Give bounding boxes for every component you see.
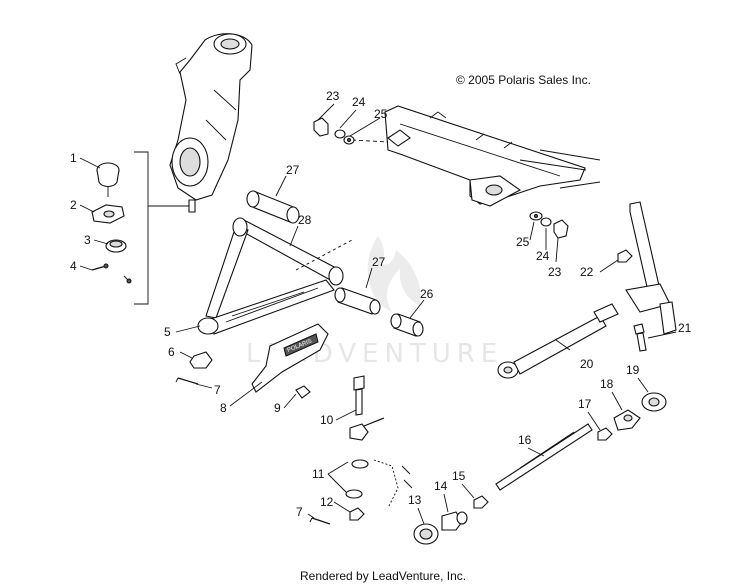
callout-23a: 23 xyxy=(326,89,340,103)
pivot-tube-upper xyxy=(246,190,300,224)
footer-text: Rendered by LeadVenture, Inc. xyxy=(300,569,466,583)
nut-12 xyxy=(349,507,365,521)
ball-joint-plate xyxy=(91,204,125,224)
tie-rod-end-small xyxy=(349,417,385,441)
cap xyxy=(105,239,127,253)
tie-rod-end-13 xyxy=(413,523,439,545)
pin-set xyxy=(91,263,132,284)
callout-27b: 27 xyxy=(372,255,386,269)
callout-28: 28 xyxy=(298,213,312,227)
callout-12: 12 xyxy=(320,495,334,509)
callout-6: 6 xyxy=(168,345,175,359)
ball-joint xyxy=(96,162,120,197)
callout-23b: 23 xyxy=(548,265,562,279)
callouts: 1 2 3 4 5 6 7 8 9 10 11 12 7 13 14 15 16… xyxy=(70,89,692,519)
callout-7a: 7 xyxy=(214,383,221,397)
callout-25a: 25 xyxy=(374,107,388,121)
callout-9: 9 xyxy=(274,401,281,415)
callout-24b: 24 xyxy=(536,249,550,263)
tie-rod xyxy=(495,423,593,491)
bolt-washer-set-upper xyxy=(313,117,355,145)
skid-plate: POLARIS xyxy=(251,323,329,393)
tie-rod-end-19 xyxy=(641,392,667,412)
frame xyxy=(351,105,601,207)
steering-knuckle xyxy=(169,33,253,213)
cotter-pin-upper xyxy=(175,377,199,385)
callout-27a: 27 xyxy=(286,163,300,177)
callout-13: 13 xyxy=(408,493,422,507)
callout-2: 2 xyxy=(70,198,77,212)
washer-set-11 xyxy=(345,459,413,509)
jam-nut-14 xyxy=(441,511,468,531)
callout-10: 10 xyxy=(320,413,334,427)
callout-21: 21 xyxy=(678,321,692,335)
callout-14: 14 xyxy=(434,479,448,493)
group-bracket xyxy=(134,151,190,305)
jam-nut-17 xyxy=(597,427,613,441)
callout-22: 22 xyxy=(580,265,594,279)
castle-nut xyxy=(189,351,213,369)
callout-11: 11 xyxy=(312,467,325,481)
callout-7b: 7 xyxy=(296,505,303,519)
callout-1: 1 xyxy=(70,151,77,165)
nut-15 xyxy=(473,495,489,509)
callout-26: 26 xyxy=(420,287,434,301)
leader-lines xyxy=(79,103,677,525)
callout-20: 20 xyxy=(580,357,594,371)
a-arm xyxy=(197,217,353,335)
cotter-pin-lower xyxy=(309,517,331,525)
bolt-10 xyxy=(353,375,365,416)
callout-15: 15 xyxy=(452,469,466,483)
bolt-9 xyxy=(295,385,311,399)
callout-17: 17 xyxy=(578,397,592,411)
callout-16: 16 xyxy=(518,433,532,447)
callout-19: 19 xyxy=(626,363,640,377)
nut-22 xyxy=(617,249,633,263)
tie-rod-assembly xyxy=(497,303,619,379)
callout-24a: 24 xyxy=(352,95,366,109)
pivot-tube-lower xyxy=(334,287,381,315)
tie-rod-end-18 xyxy=(613,409,641,431)
callout-4: 4 xyxy=(70,259,77,273)
callout-18: 18 xyxy=(600,377,614,391)
bushing xyxy=(390,313,424,337)
callout-8: 8 xyxy=(220,401,227,415)
steering-post xyxy=(625,201,677,335)
callout-5: 5 xyxy=(164,325,171,339)
bolt-21 xyxy=(633,323,647,352)
copyright-text: © 2005 Polaris Sales Inc. xyxy=(456,73,591,87)
callout-25b: 25 xyxy=(516,235,530,249)
bolt-washer-set-lower xyxy=(529,211,569,239)
callout-3: 3 xyxy=(84,233,91,247)
